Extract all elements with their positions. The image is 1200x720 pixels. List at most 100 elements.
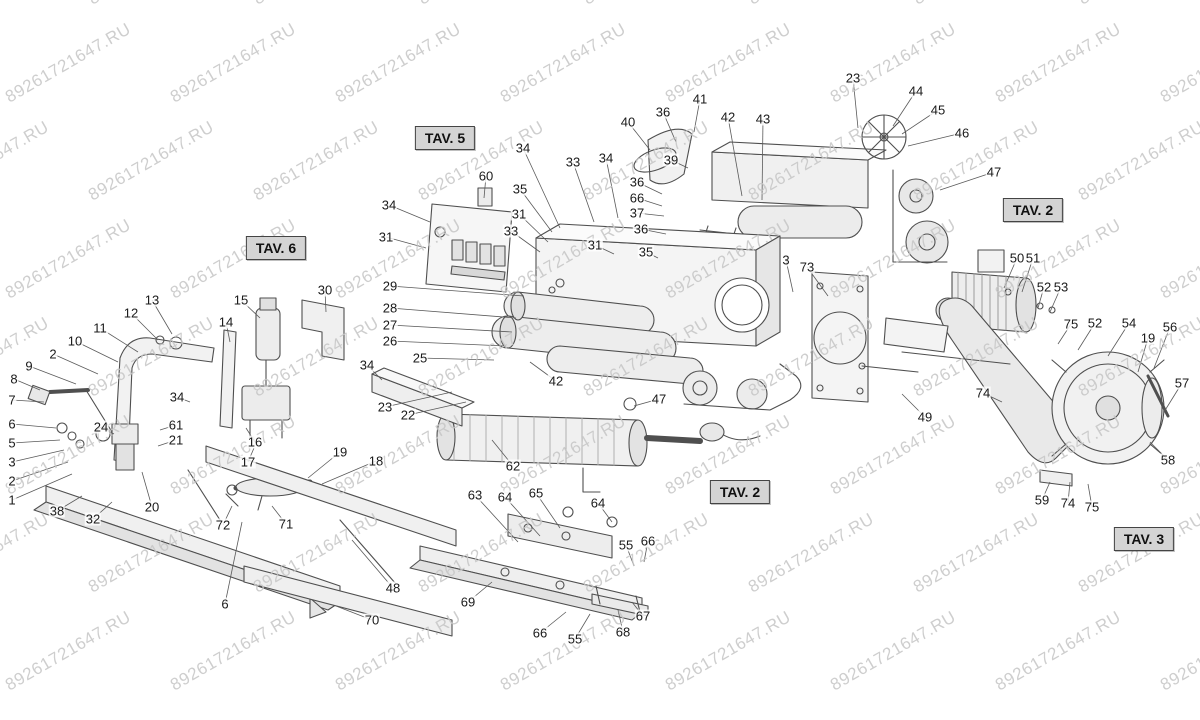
leader-line — [11, 439, 61, 444]
part-number-callout: 56 — [1161, 319, 1179, 335]
part-number-callout: 42 — [719, 109, 737, 125]
part-number-callout: 36 — [628, 174, 646, 190]
part-number-callout: 16 — [246, 434, 264, 450]
part-number-callout: 31 — [377, 229, 395, 245]
leader-line — [11, 423, 57, 429]
part-number-callout: 35 — [511, 181, 529, 197]
part-number-callout: 34 — [168, 389, 186, 405]
leader-line — [519, 188, 553, 233]
part-number-callout: 52 — [1086, 315, 1104, 331]
leader-line — [52, 353, 99, 375]
part-number-callout: 55 — [617, 537, 635, 553]
leader-line — [1153, 326, 1171, 369]
part-number-callout: 60 — [477, 168, 495, 184]
leader-line — [572, 161, 595, 223]
part-number-callout: 21 — [167, 432, 185, 448]
part-number-callout: 75 — [1083, 499, 1101, 515]
part-number-callout: 63 — [466, 487, 484, 503]
part-number-callout: 53 — [1052, 279, 1070, 295]
leader-line — [852, 77, 859, 129]
leader-line — [419, 357, 495, 361]
leader-line — [224, 521, 243, 605]
part-number-callout: 64 — [589, 495, 607, 511]
part-number-callout: 34 — [358, 357, 376, 373]
part-number-callout: 13 — [143, 292, 161, 308]
part-number-callout: 1 — [7, 492, 17, 508]
part-number-callout: 40 — [619, 114, 637, 130]
part-number-callout: 2 — [48, 346, 58, 362]
part-number-callout: 33 — [502, 223, 520, 239]
part-number-callout: 5 — [7, 435, 17, 451]
leader-line — [11, 399, 45, 403]
leader-line — [11, 473, 73, 501]
part-number-callout: 31 — [586, 237, 604, 253]
part-number-callout: 34 — [380, 197, 398, 213]
part-number-callout: 36 — [654, 104, 672, 120]
part-number-callout: 73 — [798, 259, 816, 275]
part-number-callout: 50 — [1008, 250, 1026, 266]
part-number-callout: 66 — [628, 190, 646, 206]
part-number-callout: 3 — [781, 252, 791, 268]
part-number-callout: 47 — [650, 391, 668, 407]
part-number-callout: 22 — [399, 407, 417, 423]
part-number-callout: 12 — [122, 305, 140, 321]
leader-line — [504, 496, 541, 537]
leader-line — [939, 171, 995, 191]
tav-reference-label: TAV. 2 — [709, 480, 771, 504]
leader-line — [28, 365, 77, 385]
part-number-callout: 66 — [531, 625, 549, 641]
leader-line — [407, 401, 467, 416]
part-number-callout: 15 — [232, 292, 250, 308]
part-number-callout: 44 — [907, 83, 925, 99]
part-number-callout: 24 — [92, 419, 110, 435]
part-number-callout: 8 — [9, 371, 19, 387]
part-number-callout: 3 — [7, 454, 17, 470]
part-number-callout: 72 — [214, 517, 232, 533]
leader-line — [11, 461, 69, 482]
part-number-callout: 41 — [691, 91, 709, 107]
part-number-callout: 68 — [614, 624, 632, 640]
part-number-callout: 49 — [916, 409, 934, 425]
part-number-callout: 10 — [66, 333, 84, 349]
part-number-callout: 42 — [547, 373, 565, 389]
tav-reference-label: TAV. 6 — [245, 236, 307, 260]
part-number-callout: 34 — [597, 150, 615, 166]
part-number-callout: 54 — [1120, 315, 1138, 331]
part-number-callout: 61 — [167, 417, 185, 433]
part-number-callout: 20 — [143, 499, 161, 515]
part-number-callout: 52 — [1035, 279, 1053, 295]
part-number-callout: 30 — [316, 282, 334, 298]
part-number-callout: 74 — [974, 385, 992, 401]
part-number-callout: 59 — [1033, 492, 1051, 508]
part-number-callout: 70 — [363, 612, 381, 628]
tav-reference-label: TAV. 2 — [1002, 198, 1064, 222]
part-number-callout: 17 — [239, 454, 257, 470]
leader-line — [321, 460, 377, 485]
part-number-callout: 46 — [953, 125, 971, 141]
part-number-callout: 18 — [367, 453, 385, 469]
part-number-callout: 47 — [985, 164, 1003, 180]
part-number-callout: 6 — [7, 416, 17, 432]
leader-line — [389, 285, 525, 297]
part-number-callout: 65 — [527, 485, 545, 501]
part-number-callout: 27 — [381, 317, 399, 333]
part-number-callout: 43 — [754, 111, 772, 127]
part-number-callout: 7 — [7, 392, 17, 408]
leader-line — [907, 132, 963, 147]
machine-line-art — [27, 114, 1170, 637]
part-number-callout: 31 — [510, 206, 528, 222]
part-number-callout: 2 — [7, 473, 17, 489]
part-number-callout: 29 — [381, 278, 399, 294]
part-number-callout: 64 — [496, 489, 514, 505]
part-number-callout: 23 — [844, 70, 862, 86]
leader-line — [351, 539, 394, 589]
part-number-callout: 57 — [1173, 375, 1191, 391]
part-number-callout: 62 — [504, 458, 522, 474]
part-number-callout: 38 — [48, 503, 66, 519]
part-number-callout: 36 — [632, 221, 650, 237]
part-number-callout: 9 — [24, 358, 34, 374]
part-number-callout: 25 — [411, 350, 429, 366]
part-number-callout: 58 — [1159, 452, 1177, 468]
